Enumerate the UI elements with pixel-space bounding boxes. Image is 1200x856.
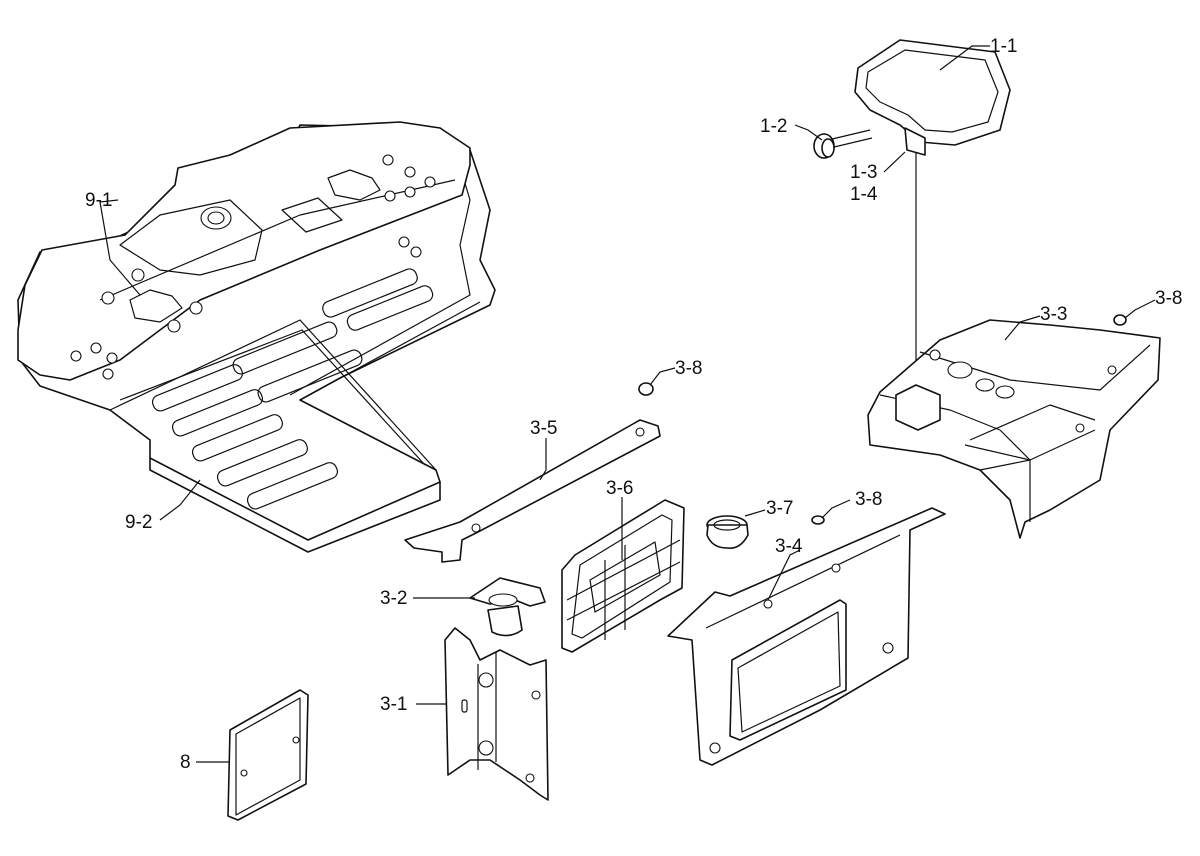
- callout-1-3: 1-3: [850, 162, 877, 183]
- part-3-7-grommet: [706, 515, 749, 550]
- leader-lines: [99, 45, 1156, 763]
- part-3-8-washer-mid: [638, 382, 654, 396]
- callout-3-1: 3-1: [380, 694, 407, 715]
- mat-bolt-holes: [70, 154, 436, 380]
- part-3-6-grille-plate: [561, 499, 685, 653]
- part-3-2-cup-bracket: [469, 577, 546, 637]
- floor-pads: [151, 268, 434, 510]
- callout-8: 8: [180, 752, 191, 773]
- callout-1-2: 1-2: [760, 116, 787, 137]
- part-3-1-vertical-bracket: [444, 627, 549, 801]
- part-1-2-knob: [813, 129, 873, 159]
- part-8-cover-plate: [227, 689, 309, 821]
- part-3-5-bracket-bar: [404, 419, 661, 563]
- callout-1-4: 1-4: [850, 184, 878, 205]
- callout-9-2: 9-2: [125, 512, 152, 533]
- callout-3-8-mid: 3-8: [675, 358, 702, 379]
- callout-3-5: 3-5: [530, 418, 557, 439]
- callout-9-1: 9-1: [85, 190, 112, 211]
- part-3-8-washer-top: [1113, 314, 1127, 326]
- callout-3-8-right: 3-8: [855, 489, 882, 510]
- callout-3-8-top: 3-8: [1155, 288, 1182, 309]
- callout-3-3: 3-3: [1040, 304, 1067, 325]
- callout-3-4: 3-4: [775, 536, 803, 557]
- callout-3-6: 3-6: [606, 478, 633, 499]
- callout-labels: 1-1 1-2 1-3 1-4 9-1 9-2 3-3 3-8 3-8 3-5 …: [85, 36, 1182, 773]
- part-3-8-washer-right: [811, 515, 825, 525]
- callout-1-1: 1-1: [990, 36, 1017, 57]
- callout-3-2: 3-2: [380, 588, 407, 609]
- callout-3-7: 3-7: [766, 498, 793, 519]
- part-3-4-side-panel: [667, 507, 946, 766]
- part-1-1-seat-cushion: [854, 39, 1011, 156]
- part-3-3-housing: [867, 319, 1161, 539]
- part-9-1-upper-mat: [17, 121, 471, 381]
